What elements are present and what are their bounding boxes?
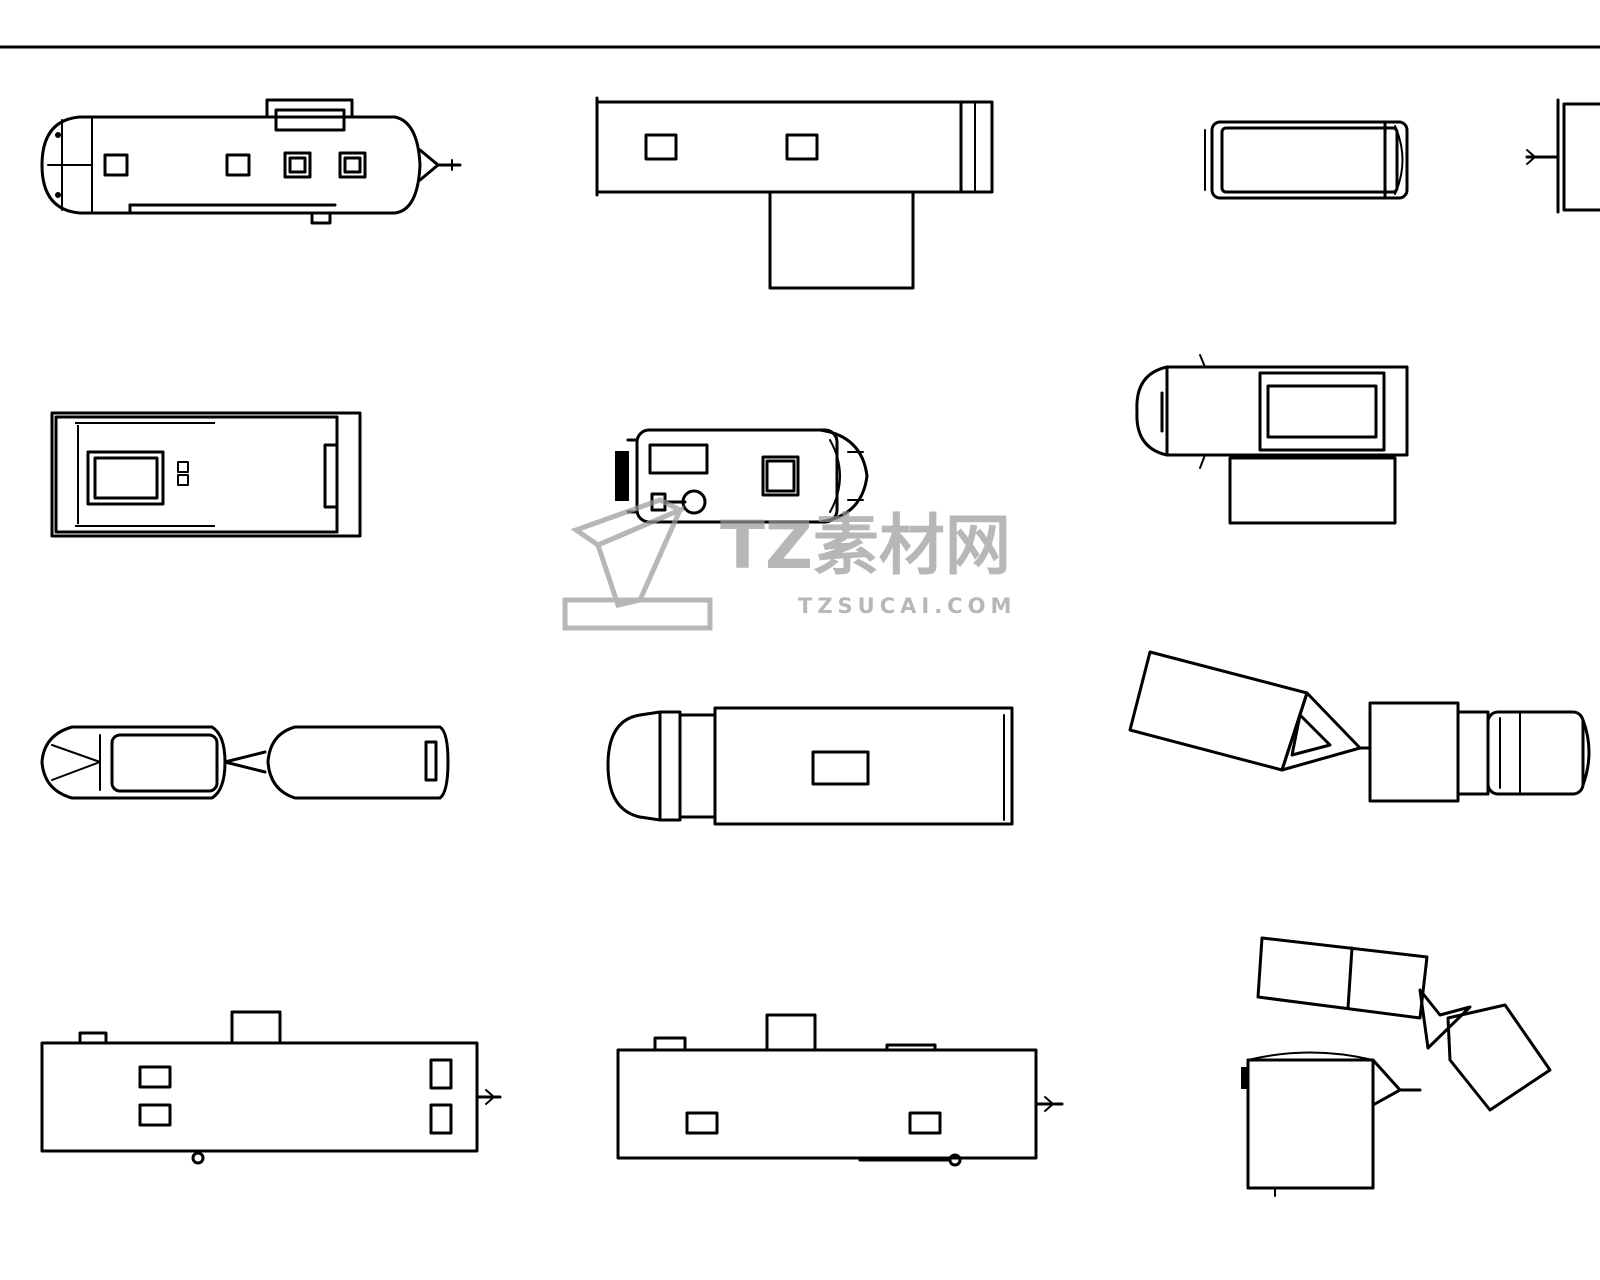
airstream-trailer: [40, 98, 462, 225]
car-towing-trailer: [40, 725, 450, 800]
van-top-view: [1204, 120, 1409, 200]
flat-trailer: [50, 411, 362, 538]
watermark-brand: TZ素材网: [720, 507, 1011, 584]
long-trailer-with-slide-out: [40, 1010, 502, 1165]
camper-van-with-spare-wheel: [615, 428, 869, 524]
truck-camper: [606, 706, 1014, 826]
partial-trailer-edge: [1525, 98, 1600, 214]
long-trailer-with-vents: [616, 1013, 1064, 1167]
trailer-with-canopy: [1135, 354, 1409, 525]
watermark-logo-icon: [562, 497, 713, 631]
hinged-trailer-and-truck: [1128, 650, 1591, 803]
watermark: TZ素材网 TZSUCAI.COM: [562, 497, 1016, 631]
watermark-domain: TZSUCAI.COM: [798, 594, 1016, 618]
folding-trailer-set: [1241, 936, 1552, 1197]
box-trailer-with-awning: [595, 96, 994, 290]
